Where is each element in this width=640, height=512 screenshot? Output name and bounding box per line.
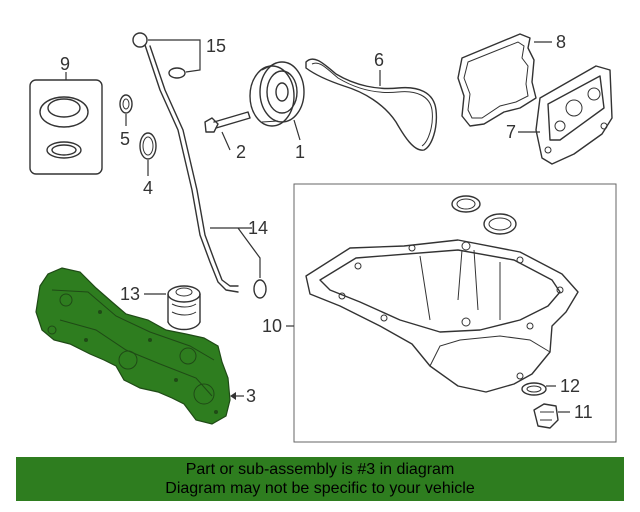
drive-belt-part[interactable]	[305, 58, 438, 151]
callout-13: 13	[120, 284, 140, 304]
gasket-part[interactable]	[139, 132, 157, 160]
rocker-cover-gasket-inner	[463, 41, 529, 119]
callout-4: 4	[143, 178, 153, 198]
gasket-inner	[142, 136, 154, 156]
oil-pan-part[interactable]	[305, 239, 579, 393]
rocker-cover-gasket-part[interactable]	[457, 33, 537, 127]
o-ring-inner	[122, 98, 130, 110]
callout-12: 12	[560, 376, 580, 396]
callout-1: 1	[295, 142, 305, 162]
banner-line-disclaimer: Diagram may not be specific to your vehi…	[165, 480, 475, 497]
leader-15	[148, 39, 201, 73]
callout-9: 9	[60, 54, 70, 74]
drain-plug-part[interactable]	[533, 403, 559, 429]
tube-seal-part[interactable]	[253, 279, 267, 299]
callout-3: 3	[246, 386, 256, 406]
callout-14: 14	[248, 218, 268, 238]
crankshaft-pulley-part[interactable]	[249, 61, 305, 127]
leader-2	[221, 131, 231, 151]
o-ring-part[interactable]	[119, 94, 133, 114]
leader-1	[293, 119, 301, 141]
callout-7: 7	[506, 122, 516, 142]
oil-pan-gasket-inner	[456, 198, 476, 210]
oil-pan-group-box	[293, 183, 617, 443]
oil-pan-gasket-part[interactable]	[451, 195, 481, 213]
callout-10: 10	[262, 316, 282, 336]
rocker-cover-part[interactable]	[535, 65, 613, 165]
callout-11: 11	[574, 402, 593, 422]
bolt-part[interactable]	[204, 111, 251, 133]
oil-pan-seal-inner	[488, 217, 512, 231]
timing-cover-part-highlighted[interactable]	[35, 267, 231, 425]
oil-filter-part[interactable]	[167, 285, 201, 331]
oil-filler-cap-part[interactable]	[29, 79, 103, 175]
banner-line-part-number: Part or sub-assembly is #3 in diagram	[185, 461, 455, 478]
dipstick-part[interactable]	[132, 32, 239, 293]
oil-pan-seal-part[interactable]	[483, 213, 517, 235]
leader-14	[210, 227, 261, 278]
drain-washer-part[interactable]	[521, 382, 547, 396]
drive-belt-inner	[311, 62, 433, 147]
dipstick-o-ring-part[interactable]	[168, 67, 186, 79]
callout-8: 8	[556, 32, 566, 52]
drain-washer-inner	[526, 385, 542, 393]
callout-15: 15	[206, 36, 226, 56]
callout-2: 2	[236, 142, 246, 162]
callout-6: 6	[374, 50, 384, 70]
info-banner: Part or sub-assembly is #3 in diagram Di…	[16, 457, 624, 501]
callout-5: 5	[120, 129, 130, 149]
leader-3-arrowhead	[230, 392, 236, 400]
